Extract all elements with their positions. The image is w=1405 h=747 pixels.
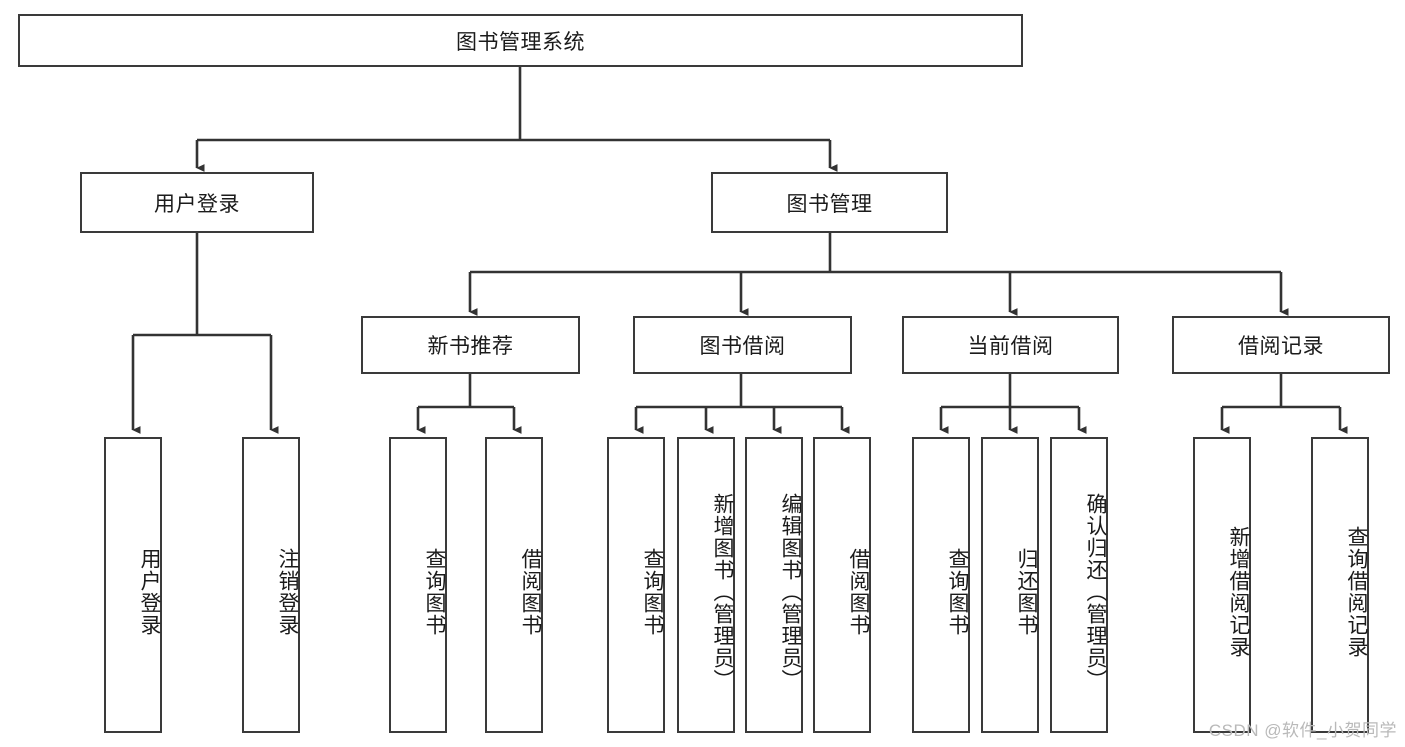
- node-leaf-add-book-admin[interactable]: 新增图书（管理员）: [677, 437, 735, 733]
- node-user-login-label: 用户登录: [154, 192, 240, 216]
- node-leaf-query-book-1[interactable]: 查询图书: [389, 437, 447, 733]
- node-leaf-return-book-label: 归还图书: [1015, 548, 1038, 636]
- node-borrow-record-label: 借阅记录: [1238, 335, 1324, 358]
- node-leaf-query-book-3-label: 查询图书: [946, 548, 969, 636]
- node-leaf-logout-login[interactable]: 注销登录: [242, 437, 300, 733]
- node-root[interactable]: 图书管理系统: [18, 14, 1023, 67]
- node-leaf-query-book-2-label: 查询图书: [641, 548, 664, 636]
- node-leaf-add-borrow-record-label: 新增借阅记录: [1227, 526, 1250, 658]
- node-leaf-return-book[interactable]: 归还图书: [981, 437, 1039, 733]
- node-book-manage[interactable]: 图书管理: [711, 172, 948, 233]
- node-leaf-user-login[interactable]: 用户登录: [104, 437, 162, 733]
- node-leaf-query-book-1-label: 查询图书: [423, 548, 446, 636]
- node-new-book-recommend-label: 新书推荐: [427, 335, 514, 358]
- node-leaf-query-borrow-record-label: 查询借阅记录: [1345, 526, 1368, 658]
- node-leaf-query-book-3[interactable]: 查询图书: [912, 437, 970, 733]
- node-leaf-query-book-2[interactable]: 查询图书: [607, 437, 665, 733]
- node-leaf-add-book-admin-label: 新增图书（管理员）: [711, 493, 734, 691]
- node-leaf-query-borrow-record[interactable]: 查询借阅记录: [1311, 437, 1369, 733]
- node-user-login[interactable]: 用户登录: [80, 172, 314, 233]
- node-leaf-edit-book-admin[interactable]: 编辑图书（管理员）: [745, 437, 803, 733]
- node-leaf-borrow-book-2[interactable]: 借阅图书: [813, 437, 871, 733]
- node-borrow-record[interactable]: 借阅记录: [1172, 316, 1390, 374]
- node-leaf-borrow-book-1-label: 借阅图书: [519, 548, 542, 636]
- node-leaf-logout-login-label: 注销登录: [276, 548, 299, 636]
- node-leaf-add-borrow-record[interactable]: 新增借阅记录: [1193, 437, 1251, 733]
- node-new-book-recommend[interactable]: 新书推荐: [361, 316, 580, 374]
- node-leaf-confirm-return-admin[interactable]: 确认归还（管理员）: [1050, 437, 1108, 733]
- node-leaf-confirm-return-admin-label: 确认归还（管理员）: [1084, 493, 1107, 691]
- node-leaf-user-login-label: 用户登录: [138, 548, 161, 636]
- node-root-label: 图书管理系统: [456, 30, 585, 54]
- node-leaf-borrow-book-2-label: 借阅图书: [847, 548, 870, 636]
- node-book-manage-label: 图书管理: [786, 192, 873, 216]
- node-current-borrow-label: 当前借阅: [967, 335, 1054, 358]
- node-current-borrow[interactable]: 当前借阅: [902, 316, 1119, 374]
- node-leaf-borrow-book-1[interactable]: 借阅图书: [485, 437, 543, 733]
- node-book-borrow-label: 图书借阅: [699, 335, 786, 358]
- watermark-text: CSDN @软件_小贺同学: [1208, 721, 1397, 740]
- node-leaf-edit-book-admin-label: 编辑图书（管理员）: [779, 493, 802, 691]
- node-book-borrow[interactable]: 图书借阅: [633, 316, 852, 374]
